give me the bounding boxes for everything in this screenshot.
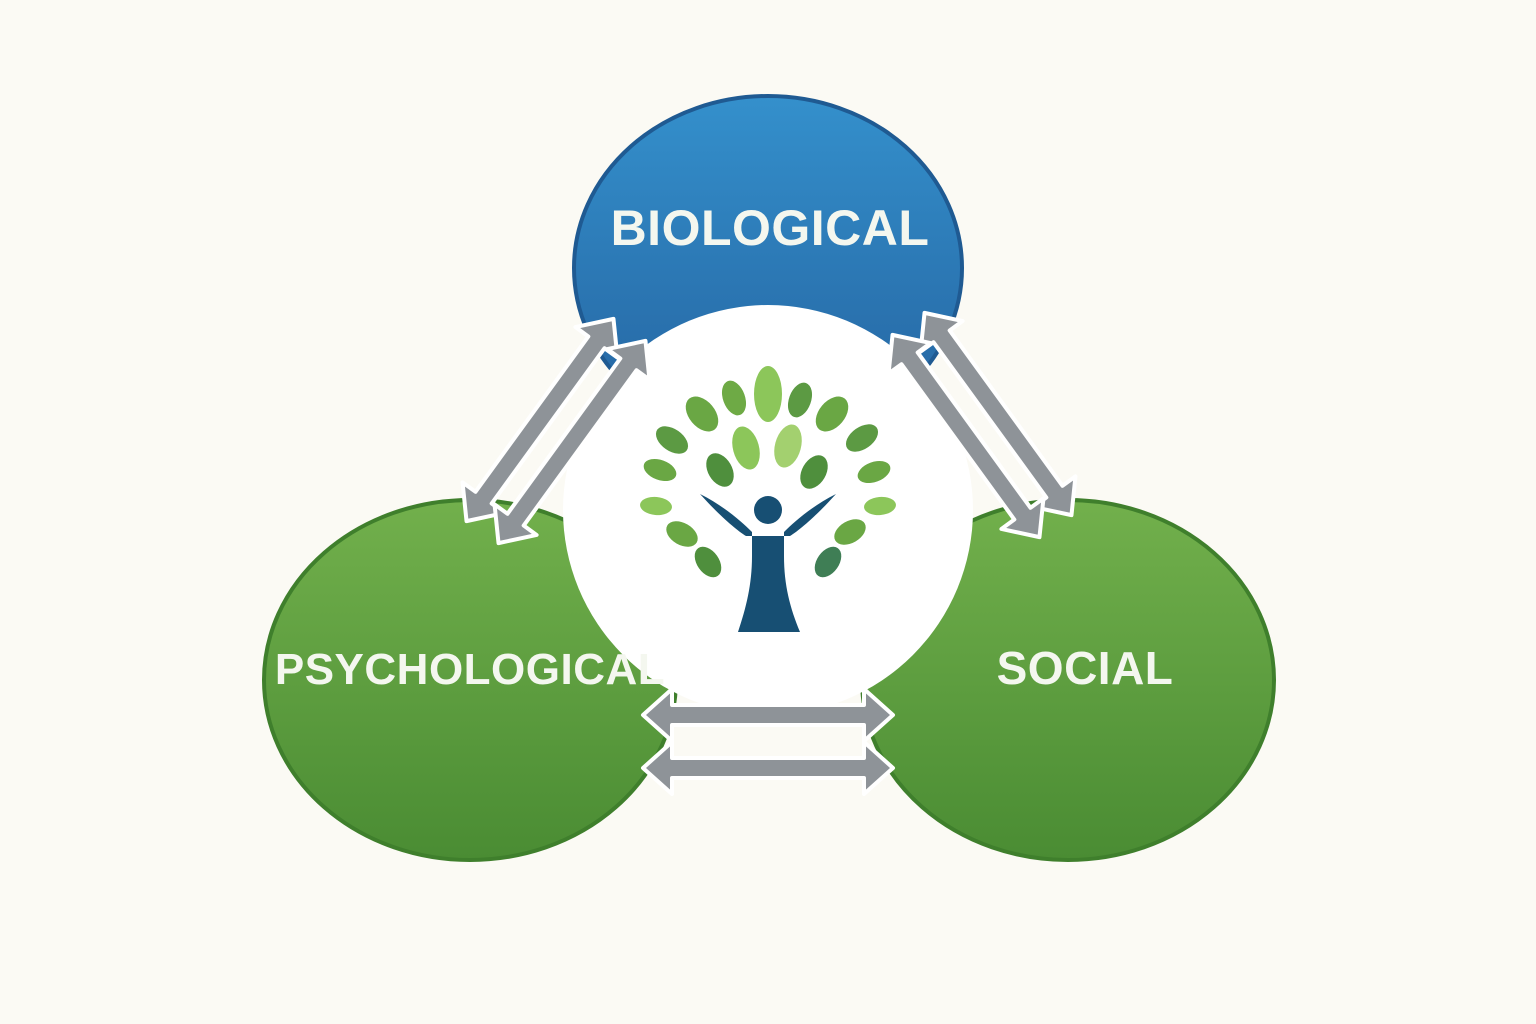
leaves: [640, 366, 896, 578]
arrow-psych-social-bottom: [641, 740, 895, 796]
tree-person-icon: [640, 366, 896, 632]
biological-label: BIOLOGICAL: [611, 200, 930, 256]
social-label: SOCIAL: [997, 642, 1174, 694]
psychological-label: PSYCHOLOGICAL: [275, 645, 665, 694]
person-figure: [700, 494, 836, 632]
